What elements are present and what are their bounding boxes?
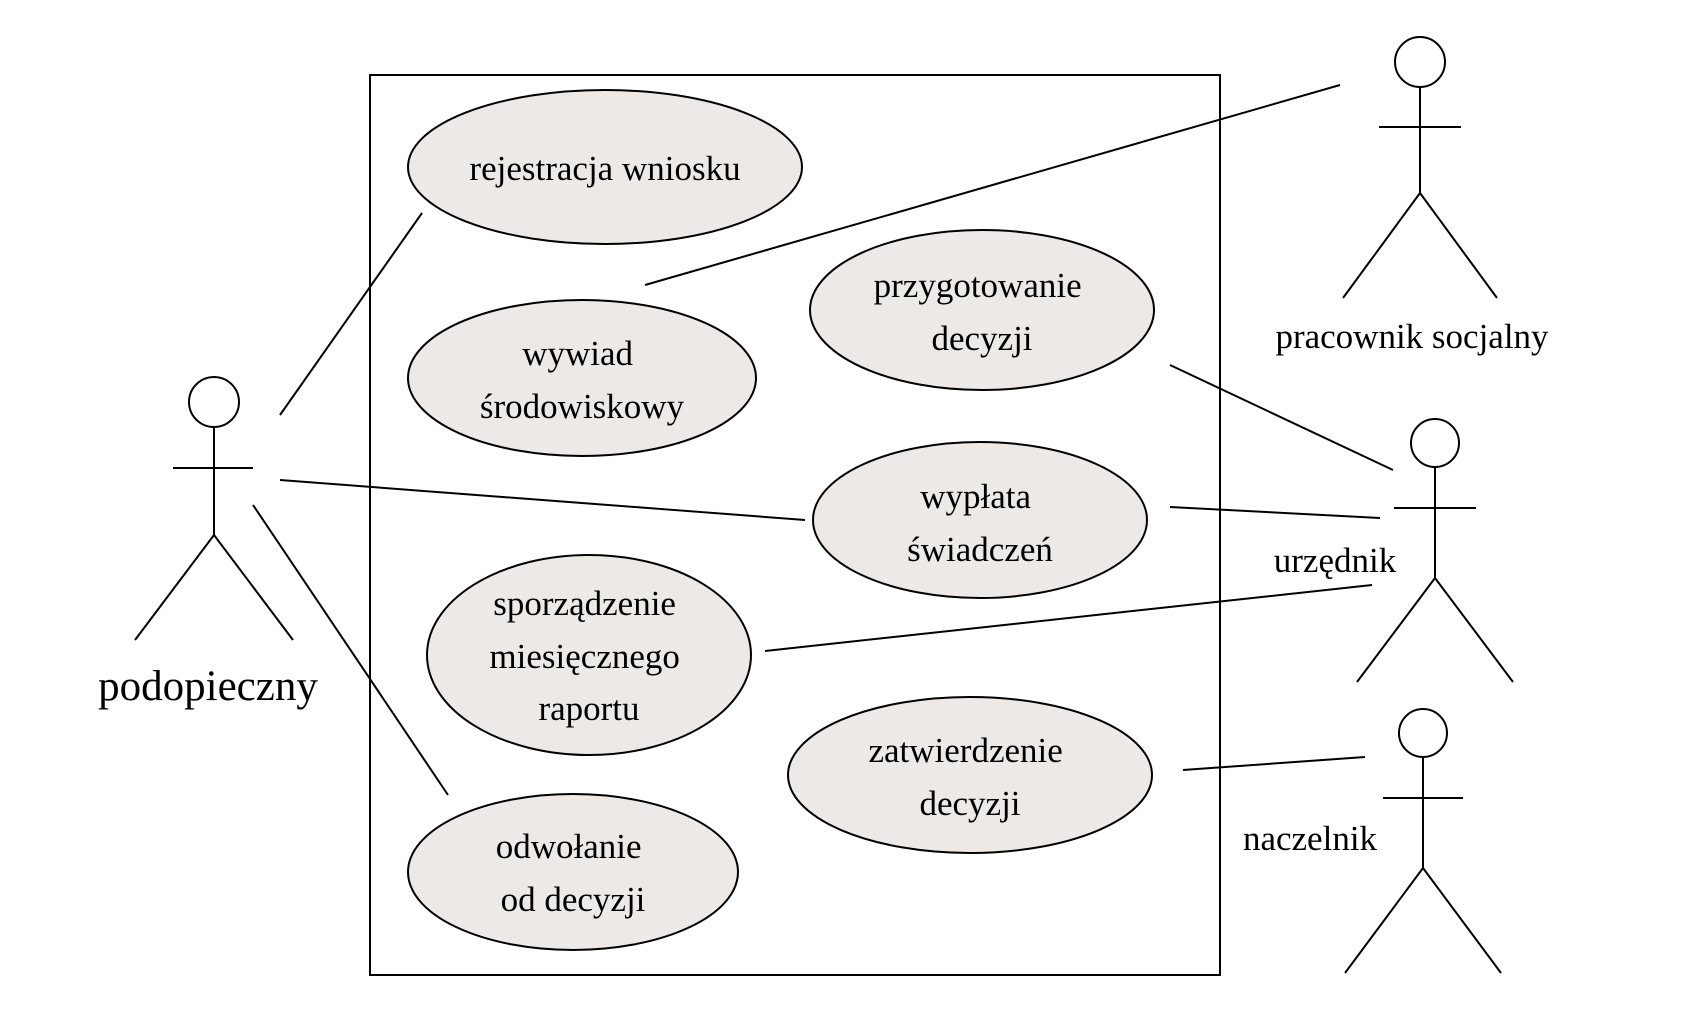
stick-figure-icon [1344, 708, 1502, 974]
use-case-ellipse [809, 229, 1155, 391]
use-case-label: rejestracja wniosku [469, 149, 740, 188]
association-podopieczny-odwolanie [252, 504, 449, 796]
actor-label: naczelnik [1243, 819, 1378, 858]
use-case-odwolanie-od-decyzji: odwołanie od decyzji [407, 793, 739, 951]
association-podopieczny-rejestracja [279, 212, 423, 416]
association-podopieczny-wyplata [279, 479, 806, 521]
use-case-zatwierdzenie-decyzji: zatwierdzenie decyzji [787, 696, 1153, 854]
use-case-label: sporządzenie miesięcznego raportu [489, 584, 688, 728]
use-case-ellipse [407, 793, 739, 951]
use-case-rejestracja-wniosku: rejestracja wniosku [407, 89, 803, 245]
use-case-ellipse [812, 441, 1148, 599]
use-case-przygotowanie-decyzji: przygotowanie decyzji [809, 229, 1155, 391]
stick-figure-icon [1356, 418, 1514, 683]
use-case-label: wypłata świadczeń [907, 477, 1053, 569]
use-case-wyplata-swiadczen: wypłata świadczeń [812, 441, 1148, 599]
use-case-ellipse [426, 554, 752, 756]
use-case-label: zatwierdzenie decyzji [868, 731, 1071, 823]
use-case-ellipse [407, 299, 757, 457]
use-case-label: przygotowanie decyzji [874, 266, 1091, 358]
stick-figure-icon [1342, 36, 1498, 299]
use-case-label: odwołanie od decyzji [496, 827, 651, 919]
associations [252, 84, 1394, 796]
actor-naczelnik: naczelnik [1243, 708, 1502, 974]
association-pracownik-wywiad [644, 84, 1341, 286]
actor-label: urzędnik [1274, 541, 1397, 580]
actor-podopieczny: podopieczny [98, 376, 318, 710]
actor-label: podopieczny [98, 663, 318, 710]
actor-label: pracownik socjalny [1275, 317, 1549, 356]
association-urzednik-wyplata [1169, 506, 1381, 519]
system-boundary [369, 74, 1221, 976]
association-naczelnik-zatwierdzenie [1182, 756, 1366, 771]
use-case-wywiad-srodowiskowy: wywiad środowiskowy [407, 299, 757, 457]
stick-figure-icon [134, 376, 294, 641]
use-case-ellipse [787, 696, 1153, 854]
association-urzednik-przygotowanie [1169, 364, 1394, 471]
use-case-sporzadzenie-raportu: sporządzenie miesięcznego raportu [426, 554, 752, 756]
use-case-ellipse [407, 89, 803, 245]
actor-urzednik: urzędnik [1274, 418, 1514, 683]
actor-pracownik-socjalny: pracownik socjalny [1275, 36, 1549, 356]
association-urzednik-sporzadzenie [764, 584, 1373, 652]
use-case-label: wywiad środowiskowy [480, 334, 685, 426]
